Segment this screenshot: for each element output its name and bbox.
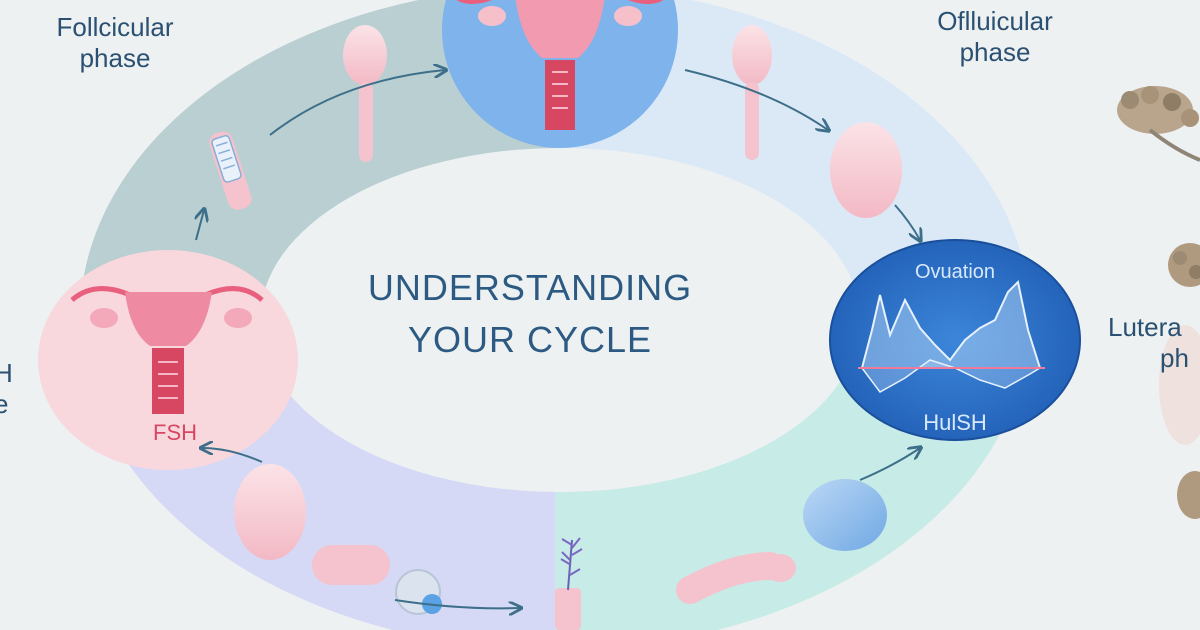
follicular-phase-label: Follcicular phase	[30, 12, 200, 74]
arrow-bottom-right	[859, 448, 920, 481]
oflluicular-phase-label-line1: Oflluicular	[937, 6, 1053, 36]
uterus-node-top	[442, 0, 678, 148]
egg-icon	[312, 545, 390, 585]
cycle-arrows	[196, 70, 920, 608]
flower-icon	[1117, 86, 1200, 162]
flower-icon	[1177, 471, 1200, 519]
arrow-top-right	[684, 69, 828, 130]
fsh-label: FSH	[153, 420, 197, 445]
flower-icon	[1159, 325, 1200, 445]
uterus-node-left: FSH	[38, 250, 298, 470]
egg-icon	[732, 25, 772, 160]
arrow-left-up	[196, 210, 204, 241]
arrow-top-left	[269, 70, 445, 136]
diagram-title-line2: YOUR CYCLE	[407, 319, 653, 360]
egg-icon	[803, 479, 887, 551]
oflluicular-phase-label-line2: phase	[959, 37, 1031, 67]
left-edge-label-line1: H	[0, 358, 13, 388]
diagram-title: UNDERSTANDING YOUR CYCLE	[320, 262, 740, 366]
uterus-icon	[456, 0, 664, 130]
arrow-bottom-mid	[394, 599, 520, 608]
ovulation-label: Ovuation	[915, 261, 995, 283]
hulsh-label: HulSH	[923, 410, 987, 435]
left-edge-label-line2: e	[0, 389, 9, 419]
egg-icon	[234, 464, 306, 560]
flower-icon	[1168, 243, 1200, 287]
arrow-bottom-left	[202, 448, 263, 463]
diagram-title-line1: UNDERSTANDING	[367, 267, 693, 308]
test-strip-icon	[209, 131, 252, 210]
egg-icon	[830, 122, 902, 218]
uterus-icon	[70, 286, 264, 414]
egg-icon	[676, 552, 796, 604]
oflluicular-phase-label: Oflluicular phase	[905, 6, 1085, 68]
ovulation-node: Ovuation HulSH	[829, 239, 1081, 441]
hormone-wave-icon	[858, 279, 1045, 393]
inner-oval	[260, 148, 860, 492]
arrow-right-down	[894, 204, 920, 240]
lavender-icon	[555, 537, 583, 630]
follicular-phase-label-line2: phase	[79, 43, 151, 73]
luteal-phase-label: Lutera ph	[1108, 312, 1200, 374]
follicular-phase-label-line1: Follcicular	[56, 12, 174, 42]
left-edge-label: H e	[0, 358, 34, 420]
egg-icon	[343, 25, 387, 162]
luteal-phase-label-line1: Lutera	[1108, 312, 1182, 342]
luteal-phase-label-line2: ph	[1160, 343, 1189, 373]
